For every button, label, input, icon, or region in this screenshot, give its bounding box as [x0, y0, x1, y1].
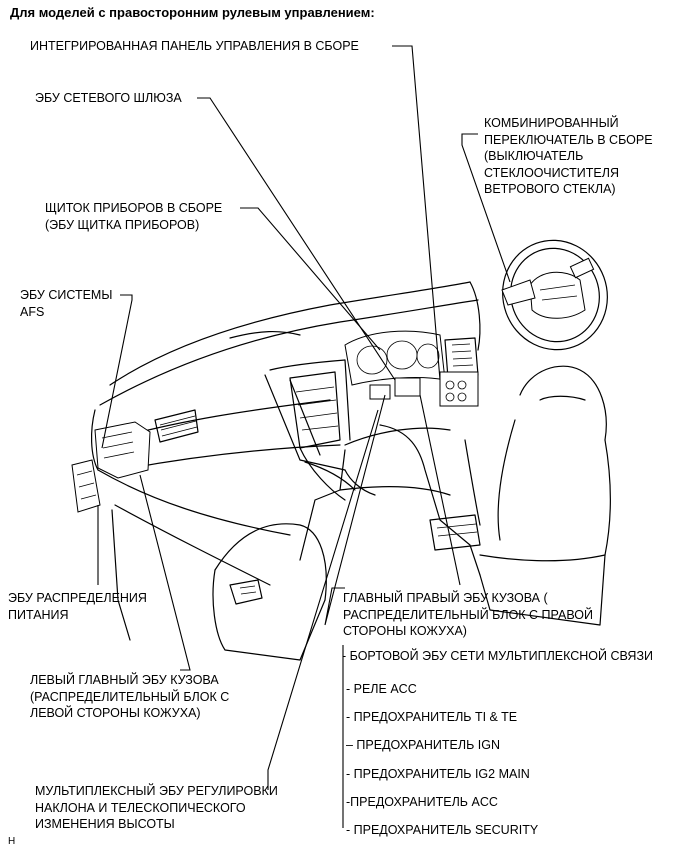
left-air-vent — [154, 409, 199, 443]
label-combination-meter: ЩИТОК ПРИБОРОВ В СБОРЕ (ЭБУ ЩИТКА ПРИБОР… — [45, 201, 223, 232]
figure-code: H — [8, 836, 16, 847]
leader-lines — [97, 45, 511, 828]
label-afs-ecu: ЭБУ СИСТЕМЫ AFS — [20, 288, 113, 319]
sub-item: - РЕЛЕ ACC — [346, 682, 417, 696]
page-title: Для моделей с правосторонним рулевым упр… — [10, 5, 375, 20]
sub-item: -ПРЕДОХРАНИТЕЛЬ ACC — [346, 795, 498, 809]
label-power-distribution-ecu: ЭБУ РАСПРЕДЕЛЕНИЯ ПИТАНИЯ — [8, 591, 147, 622]
sub-item: - ПРЕДОХРАНИТЕЛЬ IG2 MAIN — [346, 767, 530, 781]
label-integrated-panel: ИНТЕГРИРОВАННАЯ ПАНЕЛЬ УПРАВЛЕНИЯ В СБОР… — [30, 39, 359, 53]
center-stack — [289, 371, 346, 501]
sub-item: – ПРЕДОХРАНИТЕЛЬ IGN — [346, 738, 500, 752]
steering-wheel — [501, 239, 608, 351]
label-combination-switch: КОМБИНИРОВАННЫЙ ПЕРЕКЛЮЧАТЕЛЬ В СБОРЕ (В… — [484, 116, 653, 196]
sub-item: - ПРЕДОХРАНИТЕЛЬ SECURITY — [346, 823, 539, 837]
label-tilt-telescopic-ecu: МУЛЬТИПЛЕКСНЫЙ ЭБУ РЕГУЛИРОВКИ НАКЛОНА И… — [35, 784, 278, 831]
left-seat — [212, 523, 327, 661]
left-ecu-assembly — [71, 421, 151, 513]
sub-item: - ПРЕДОХРАНИТЕЛЬ TI & TE — [346, 710, 518, 724]
right-seat — [464, 365, 611, 626]
label-main-body-ecu-left: ЛЕВЫЙ ГЛАВНЫЙ ЭБУ КУЗОВА (РАСПРЕДЕЛИТЕЛЬ… — [30, 673, 230, 720]
right-vent-and-panel — [439, 337, 479, 407]
instrument-cluster — [344, 330, 446, 400]
sub-item: - БОРТОВОЙ ЭБУ СЕТИ МУЛЬТИПЛЕКСНОЙ СВЯЗИ — [342, 649, 653, 663]
label-gateway-ecu: ЭБУ СЕТЕВОГО ШЛЮЗА — [35, 91, 182, 105]
label-main-body-ecu-right: ГЛАВНЫЙ ПРАВЫЙ ЭБУ КУЗОВА ( РАСПРЕДЕЛИТЕ… — [343, 591, 594, 638]
